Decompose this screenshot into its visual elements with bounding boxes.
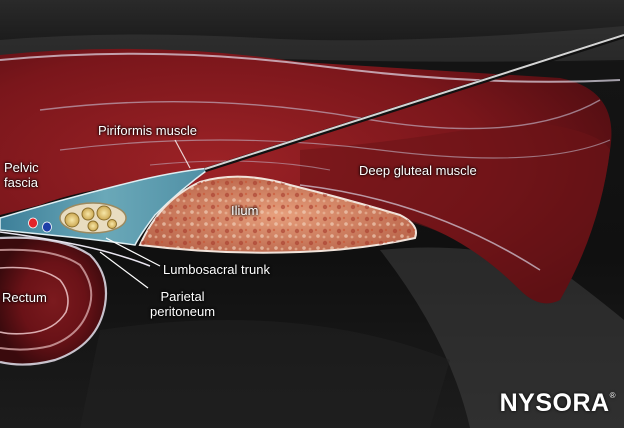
label-parietal-peritoneum: Parietal peritoneum: [150, 289, 215, 319]
vein-icon: [42, 221, 52, 233]
deep-gluteal-muscle: [300, 120, 610, 304]
logo-registered-mark: ®: [609, 391, 616, 400]
rectum-structure: [0, 236, 108, 366]
label-piriformis-muscle: Piriformis muscle: [98, 123, 197, 138]
parietal-peritoneum-line: [0, 231, 151, 267]
label-parietal-line1: Parietal: [160, 289, 205, 304]
lumbosacral-leader: [105, 237, 161, 267]
label-lumbosacral-trunk: Lumbosacral trunk: [163, 262, 270, 277]
label-deep-gluteal-muscle: Deep gluteal muscle: [359, 163, 477, 178]
parietal-leader: [99, 251, 149, 289]
label-pelvic-fascia-line1: Pelvic: [4, 160, 39, 175]
nysora-logo: NYSORA®: [500, 389, 616, 418]
shadow-region: [80, 320, 450, 428]
nerve-bundle-icon: [59, 202, 127, 234]
label-parietal-line2: peritoneum: [150, 304, 216, 319]
logo-text: NYSORA: [499, 389, 610, 417]
label-pelvic-fascia: Pelvic fascia: [4, 160, 39, 190]
artery-icon: [28, 217, 38, 229]
label-rectum: Rectum: [2, 290, 47, 305]
label-ilium: Ilium: [231, 203, 259, 218]
label-pelvic-fascia-line2: fascia: [4, 175, 38, 190]
